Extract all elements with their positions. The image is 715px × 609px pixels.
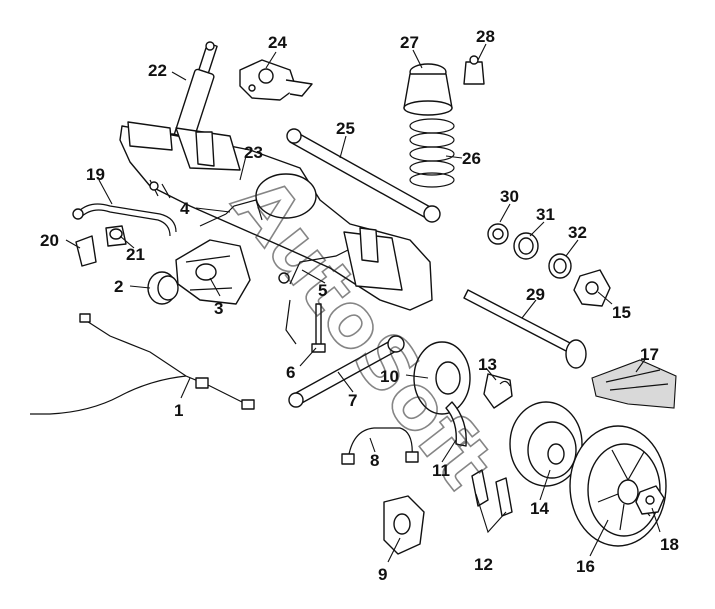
part-28-upper-bump-stop[interactable] (463, 55, 485, 85)
callout-2: 2 (114, 277, 123, 296)
callout-9: 9 (378, 565, 387, 584)
callout-29: 29 (526, 285, 545, 304)
part-32-bearing[interactable] (548, 253, 572, 279)
callout-12: 12 (474, 555, 493, 574)
part-21-bushing[interactable] (105, 225, 127, 247)
callout-11: 11 (432, 461, 450, 480)
callout-20: 20 (40, 231, 59, 250)
part-18-wheel-nut[interactable] (635, 485, 665, 515)
callout-18: 18 (660, 535, 679, 554)
callout-24: 24 (268, 33, 287, 52)
callout-28: 28 (476, 27, 495, 46)
callout-25: 25 (336, 119, 355, 138)
callout-10: 10 (380, 367, 399, 386)
part-19-stabilizer-bar[interactable] (72, 203, 177, 237)
part-14-brake-drum[interactable] (509, 401, 583, 487)
part-5-brake-pipe[interactable] (278, 249, 349, 345)
callout-15: 15 (612, 303, 631, 322)
part-30-seal[interactable] (487, 223, 509, 245)
leader-lines (65, 43, 661, 563)
part-13-shoe-springs[interactable] (483, 373, 513, 409)
part-9-brake-bracket[interactable] (383, 495, 425, 555)
watermark: AutoSoft (214, 161, 510, 505)
part-17-mud-flap[interactable] (591, 359, 677, 409)
part-11-brake-shoe[interactable] (445, 401, 467, 447)
part-3-differential-carrier[interactable] (175, 239, 251, 305)
callout-30: 30 (500, 187, 519, 206)
part-4-vent-pipe[interactable] (199, 199, 263, 227)
callout-14: 14 (530, 499, 549, 518)
callout-6: 6 (286, 363, 295, 382)
part-6-bolt[interactable] (311, 303, 326, 353)
part-31-bearing-ring[interactable] (513, 232, 539, 260)
callout-17: 17 (640, 345, 659, 364)
callout-19: 19 (86, 165, 105, 184)
part-12-brake-pads[interactable] (471, 469, 513, 517)
part-8-brake-hose[interactable] (341, 427, 419, 465)
callout-4: 4 (180, 199, 190, 218)
part-15-hub-cap[interactable] (573, 269, 611, 307)
callout-1: 1 (174, 401, 183, 420)
callout-22: 22 (148, 61, 167, 80)
watermark-text: AutoSoft (215, 162, 509, 505)
part-16-wheel-rim[interactable] (569, 425, 667, 547)
callout-26: 26 (462, 149, 481, 168)
callout-labels: 1 2 3 4 5 6 7 8 9 10 11 12 13 14 15 16 1… (40, 27, 679, 584)
part-29-drive-shaft[interactable] (463, 289, 587, 369)
part-10-backing-plate[interactable] (413, 341, 471, 415)
callout-13: 13 (478, 355, 497, 374)
callout-27: 27 (400, 33, 419, 52)
callout-3: 3 (214, 299, 223, 318)
part-23-axle-housing[interactable] (119, 121, 433, 311)
part-20-bracket[interactable] (75, 235, 97, 267)
callout-7: 7 (348, 391, 357, 410)
callout-32: 32 (568, 223, 587, 242)
part-7-lower-link[interactable] (288, 335, 405, 408)
part-26-coil-spring[interactable] (409, 118, 455, 188)
callout-5: 5 (318, 281, 327, 300)
part-24-valve-bracket[interactable] (239, 59, 313, 101)
part-2-flange[interactable] (147, 271, 179, 305)
callout-16: 16 (576, 557, 595, 576)
part-27-bump-stop[interactable] (403, 63, 453, 116)
callout-21: 21 (126, 245, 145, 264)
part-1-abs-wiring[interactable] (30, 313, 255, 415)
callout-8: 8 (370, 451, 379, 470)
callout-31: 31 (536, 205, 555, 224)
part-25-upper-link[interactable] (286, 128, 441, 223)
callout-23: 23 (244, 143, 263, 162)
